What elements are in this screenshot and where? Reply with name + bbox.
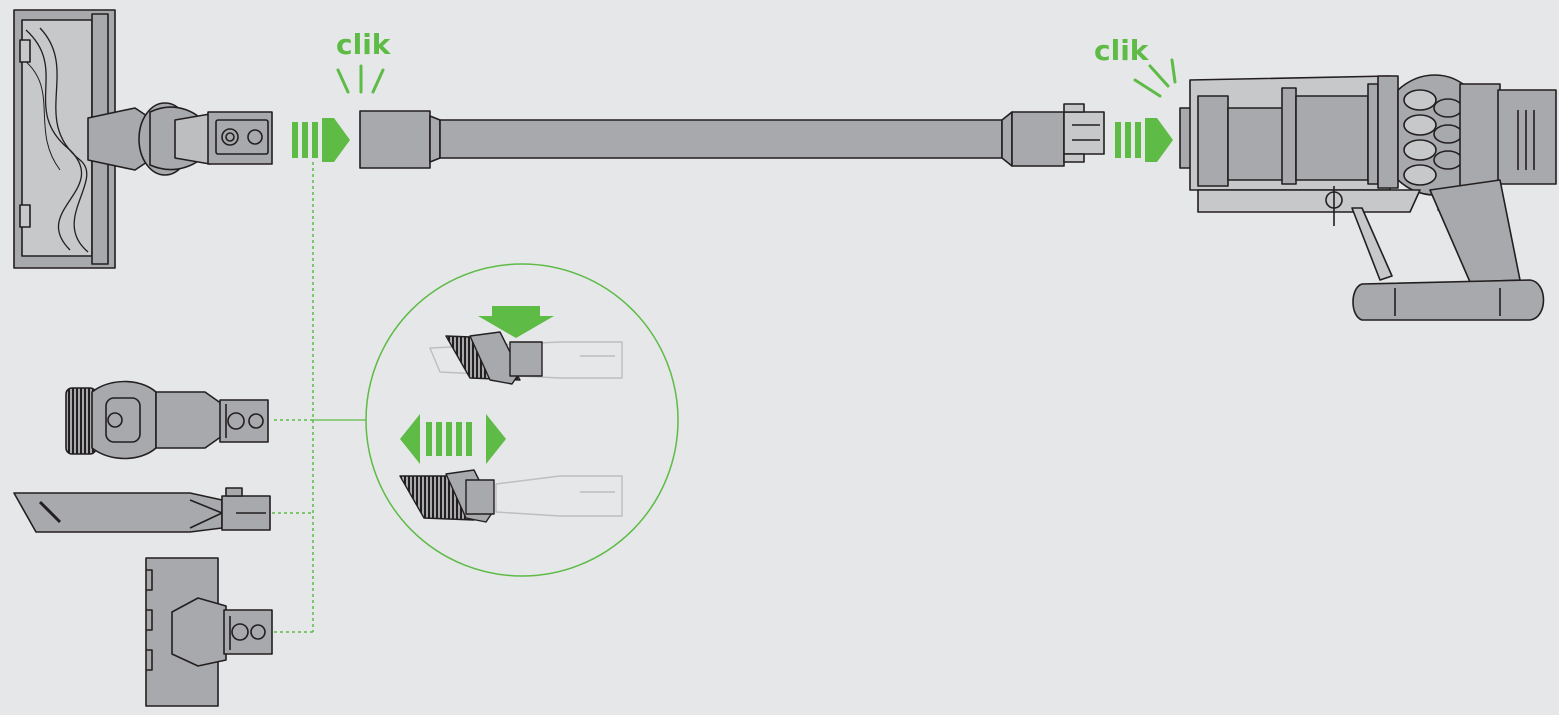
click-label-body: clik bbox=[1094, 34, 1149, 67]
combination-tool bbox=[65, 380, 269, 460]
arrow-down-icon bbox=[478, 306, 554, 338]
detail-circle bbox=[365, 263, 679, 577]
double-arrow-icon bbox=[400, 414, 506, 464]
brush-tool-attached bbox=[429, 331, 623, 385]
connector-lines bbox=[272, 162, 314, 633]
mini-head-tool bbox=[145, 557, 273, 707]
crevice-tool bbox=[13, 487, 271, 533]
brush-tool-extended bbox=[399, 469, 623, 523]
click-lines-icon bbox=[336, 64, 385, 94]
floor-cleaner-head bbox=[13, 9, 273, 269]
main-body bbox=[1179, 74, 1557, 321]
click-label-wand: clik bbox=[336, 28, 391, 61]
arrow-right-icon bbox=[1115, 118, 1173, 162]
arrow-right-icon bbox=[292, 118, 350, 162]
extension-wand bbox=[359, 103, 1105, 169]
click-lines-icon bbox=[1133, 58, 1177, 98]
